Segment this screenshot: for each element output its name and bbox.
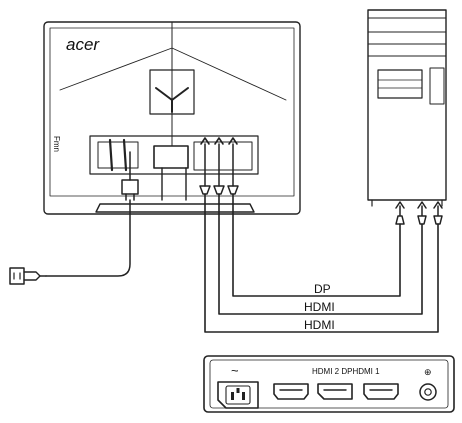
brand-logo: acer (66, 35, 100, 54)
rear-shell-line (59, 47, 287, 101)
cable-label-hdmi-2: HDMI (304, 318, 335, 332)
cable-label-dp: DP (314, 282, 331, 296)
cable-label-hdmi-1: HDMI (304, 300, 335, 314)
wall-plug (23, 271, 41, 281)
dp-cable (232, 193, 401, 297)
hdmi-1-port-icon (363, 383, 399, 400)
audio-symbol: ⊕ (424, 367, 432, 377)
monitor-power-plug (121, 151, 139, 201)
tower-case (367, 9, 447, 201)
wall-outlet (9, 267, 25, 285)
io-panel-frame (203, 355, 455, 413)
port-labels: HDMI 2 DPHDMI 1 (312, 367, 380, 376)
io-panel: ~ HDMI 2 DPHDMI 1 ⊕ (203, 355, 455, 413)
tower-drive-bay (377, 69, 423, 99)
connector-block (89, 135, 259, 175)
vesa-mount (149, 69, 195, 115)
computer-tower (367, 9, 447, 225)
dp-port-icon (317, 383, 353, 400)
monitor-stand (95, 167, 255, 213)
hdmi-2-port-icon (273, 383, 309, 400)
monitor-rear: acer Fmn (43, 21, 301, 215)
ac-inlet-icon (217, 381, 259, 409)
side-label: Fmn (52, 136, 61, 152)
hdmi-cable-1 (218, 193, 423, 315)
power-symbol: ~ (231, 363, 239, 378)
tower-plugs (395, 201, 443, 225)
power-cable (9, 199, 131, 285)
audio-jack-icon (419, 383, 437, 401)
video-cables (204, 193, 439, 333)
monitor-plugs (199, 137, 239, 195)
hdmi-cable-2 (204, 193, 439, 333)
